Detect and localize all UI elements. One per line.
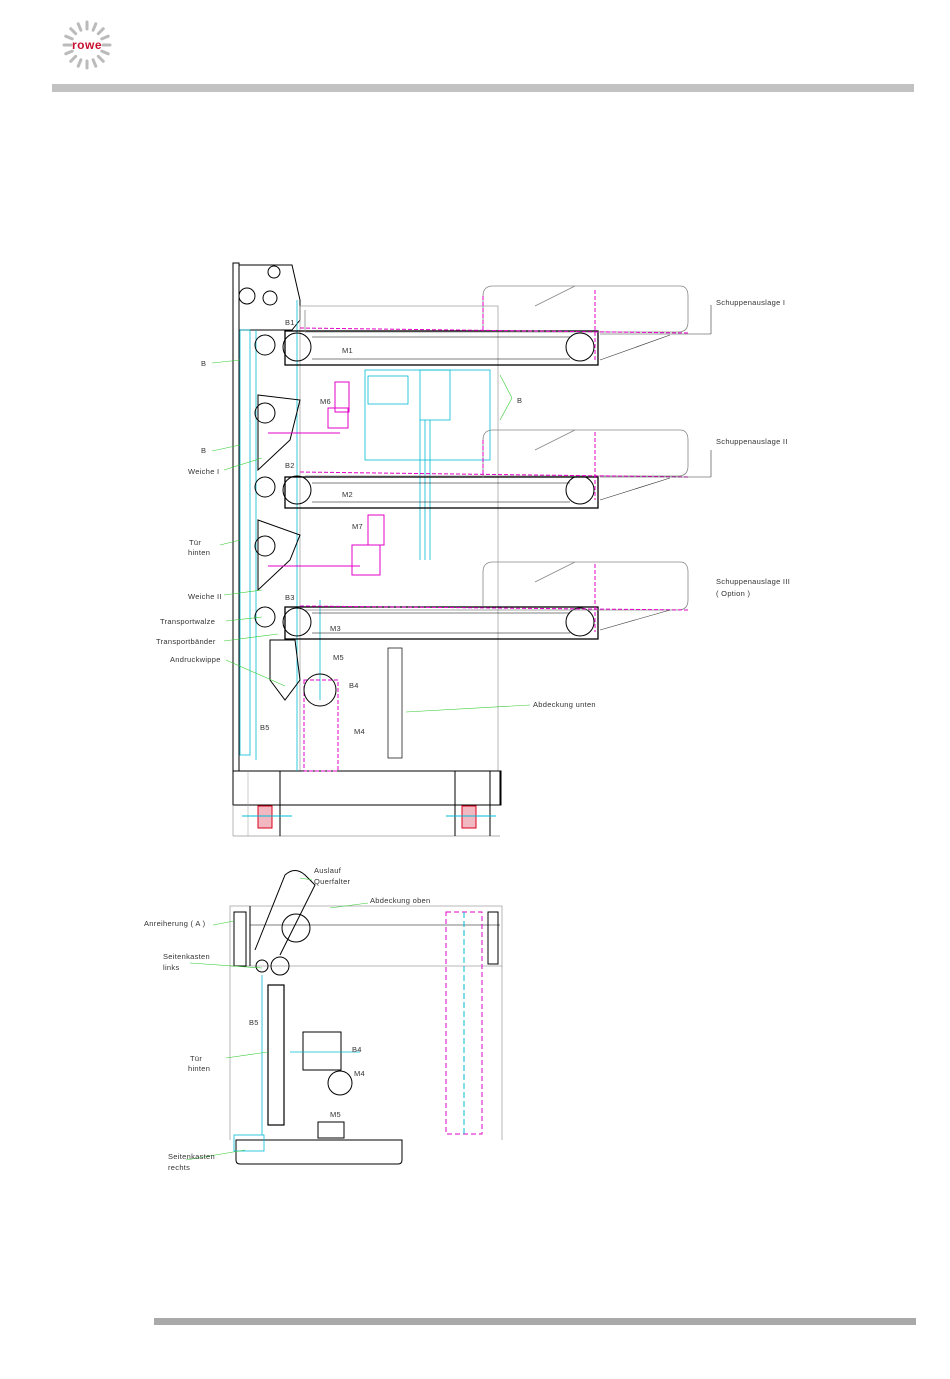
- lower-labels: Auslauf Querfalter Abdeckung oben Anreih…: [144, 866, 431, 1172]
- rowe-logo: rowe: [62, 20, 112, 70]
- label-m6: M6: [320, 397, 331, 406]
- upper-leaders: [211, 359, 531, 713]
- label-auslauf: Auslauf: [314, 866, 342, 875]
- label-b1-sensor: B1: [285, 318, 295, 327]
- lower-top-view: [229, 870, 503, 1165]
- label-andruckwippe: Andruckwippe: [170, 655, 221, 664]
- label-m3: M3: [330, 624, 341, 633]
- label-transportbander: Transportbänder: [156, 637, 216, 646]
- label-m1: M1: [342, 346, 353, 355]
- label-b5-sensor: B5: [260, 723, 270, 732]
- label-shelf-2: Schuppenauslage II: [716, 437, 788, 446]
- label-m2: M2: [342, 490, 353, 499]
- label-weiche-1: Weiche I: [188, 467, 219, 476]
- label-weiche-2: Weiche II: [188, 592, 222, 601]
- label-links: links: [163, 963, 180, 972]
- label-option: ( Option ): [716, 589, 750, 598]
- label-b-3: B: [517, 396, 522, 405]
- label-m4: M4: [354, 727, 365, 736]
- label-shelf-1: Schuppenauslage I: [716, 298, 785, 307]
- header-rule: [52, 84, 914, 92]
- label-hinten-lower: hinten: [188, 1064, 210, 1073]
- label-b4-sensor: B4: [349, 681, 359, 690]
- label-m7: M7: [352, 522, 363, 531]
- label-abdeckung-oben: Abdeckung oben: [370, 896, 431, 905]
- label-b3-sensor: B3: [285, 593, 295, 602]
- label-transportwalze: Transportwalze: [160, 617, 215, 626]
- label-b-1: B: [201, 359, 206, 368]
- logo-wordmark: rowe: [72, 38, 102, 52]
- label-b4-lower: B4: [352, 1045, 362, 1054]
- label-shelf-3: Schuppenauslage III: [716, 577, 790, 586]
- label-m5: M5: [333, 653, 344, 662]
- label-seitenkasten-rechts: Seitenkasten: [168, 1152, 215, 1161]
- label-b-2: B: [201, 446, 206, 455]
- label-anreiherung: Anreiherung ( A ): [144, 919, 206, 928]
- label-seitenkasten-links: Seitenkasten: [163, 952, 210, 961]
- label-querfalter: Querfalter: [314, 877, 351, 886]
- label-rechts: rechts: [168, 1163, 190, 1172]
- footer-rule: [154, 1318, 916, 1325]
- label-m5-lower: M5: [330, 1110, 341, 1119]
- upper-labels: B B B Weiche I Tür hinten Weiche II Tran…: [156, 298, 790, 736]
- label-b2-sensor: B2: [285, 461, 295, 470]
- upper-side-view: [232, 262, 691, 837]
- label-hinten-upper: hinten: [188, 548, 210, 557]
- label-abdeckung-unten: Abdeckung unten: [533, 700, 596, 709]
- label-tur-upper: Tür: [189, 538, 201, 547]
- label-b5-lower: B5: [249, 1018, 259, 1027]
- logo-sunburst-icon: [62, 20, 112, 70]
- label-m4-lower: M4: [354, 1069, 365, 1078]
- label-tur-lower: Tür: [190, 1054, 202, 1063]
